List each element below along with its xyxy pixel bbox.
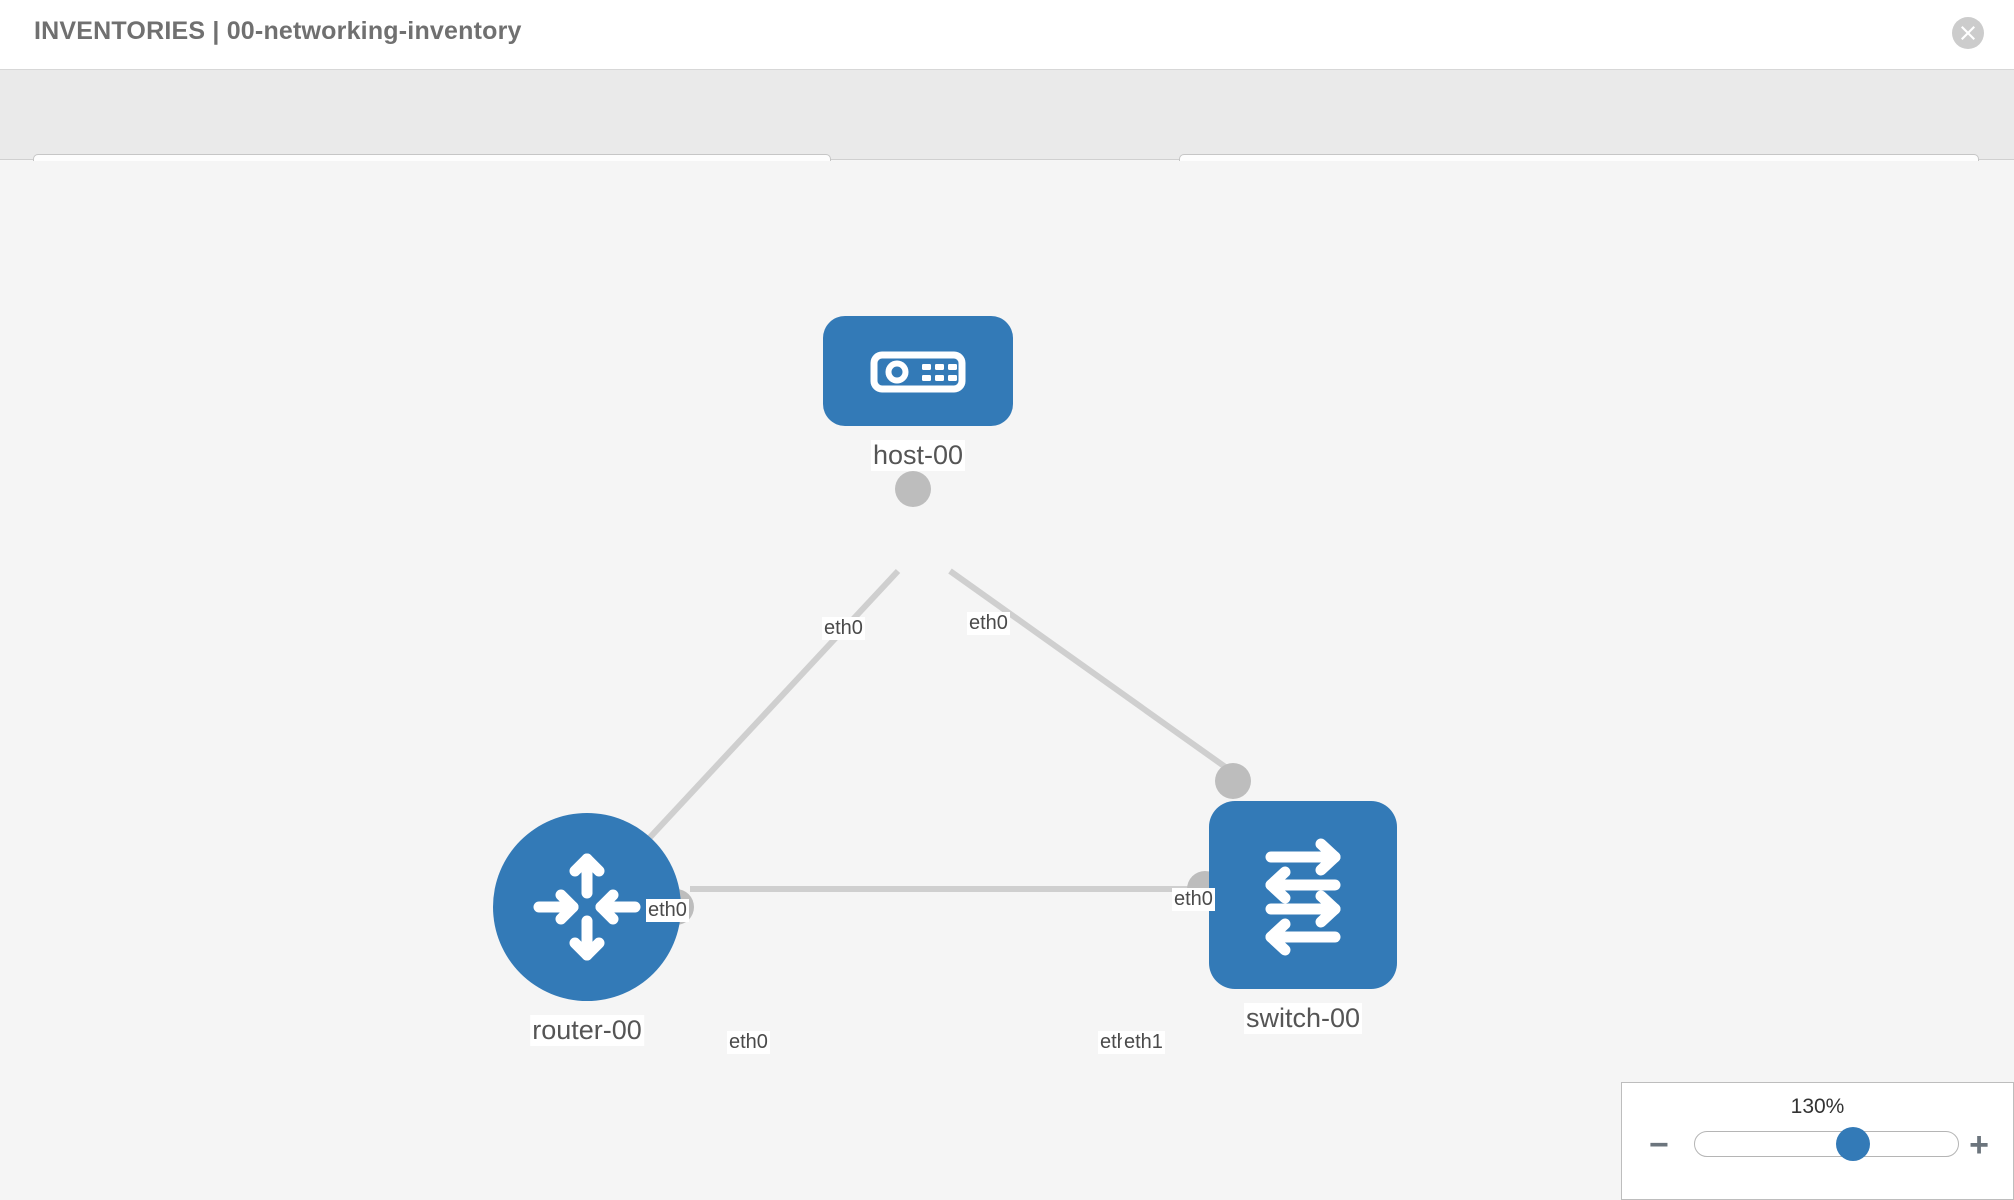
- node-label-switch-00: switch-00: [1243, 1003, 1363, 1034]
- zoom-slider-thumb[interactable]: [1835, 1127, 1870, 1161]
- endpoint-host-00: [895, 471, 931, 507]
- page-title: INVENTORIES | 00-networking-inventory: [34, 17, 522, 45]
- switch-00-shape[interactable]: [1209, 801, 1397, 989]
- node-label-router-00: router-00: [530, 1015, 644, 1046]
- endpoint-switch-00-upper: [1215, 763, 1251, 799]
- server-icon: [870, 351, 966, 393]
- zoom-level-label: 130%: [1790, 1095, 1845, 1118]
- edge-label-router-mid: eth0: [727, 1031, 770, 1054]
- edge-label-host-right: eth0: [967, 612, 1010, 635]
- node-switch-00[interactable]: switch-00: [1187, 763, 1397, 1034]
- page-toolbar: ACTIONS SEARCH: [0, 70, 2014, 206]
- node-host-00[interactable]: host-00: [823, 316, 1013, 507]
- edge-label-switch-upper: eth0: [1172, 888, 1215, 911]
- zoom-out-button[interactable]: −: [1649, 1126, 1669, 1164]
- switch-arrows-icon: [1265, 838, 1341, 956]
- node-label-host-00: host-00: [870, 440, 966, 471]
- router-arrows-icon: [533, 853, 641, 961]
- edge-label-host-left: eth0: [822, 617, 865, 640]
- edge-label-router-upper: eth0: [646, 899, 689, 922]
- zoom-in-button[interactable]: +: [1969, 1126, 1989, 1164]
- link-host-switch: [948, 568, 1247, 784]
- zoom-slider[interactable]: [1694, 1127, 1959, 1161]
- edge-label-switch-mid-b: eth1: [1122, 1031, 1165, 1054]
- host-00-shape[interactable]: [823, 316, 1013, 426]
- topology-canvas[interactable]: host-00: [0, 161, 2014, 1200]
- zoom-control-panel: 130% − +: [1621, 1082, 2014, 1200]
- close-icon[interactable]: [1952, 17, 1984, 49]
- page-header: INVENTORIES | 00-networking-inventory: [0, 0, 2014, 70]
